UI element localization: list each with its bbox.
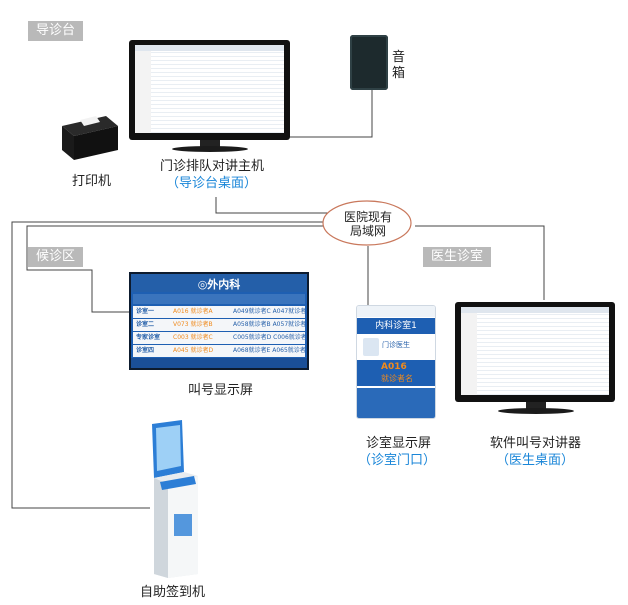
zone-tag-waiting: 候诊区 [28,247,84,267]
host-sub-label: （导诊台桌面） [166,176,258,191]
intercom-monitor-base [498,408,574,414]
lan-kiosk-line [11,221,330,509]
kiosk-label: 自助签到机 [140,585,206,600]
door-screen-header: 内科诊室1 [357,318,435,334]
host-label: 门诊排队对讲主机 [160,159,265,174]
doctor-avatar [363,338,379,356]
intercom-monitor-neck [526,402,546,410]
speaker-label-line2: 箱 [392,66,406,81]
queue-row-room: 诊室一 [136,308,155,315]
queue-row-current: A045 就诊者D [173,347,214,354]
speaker-label-line1: 音 [392,50,406,65]
door-screen-ticket: A016 [381,362,407,372]
intercom-sub-label: （医生桌面） [496,453,575,468]
queue-row-waiting: C005就诊者D C006就诊者 [233,334,305,341]
queue-row: 专家诊室 C003 就诊者C C005就诊者D C006就诊者 [133,332,305,344]
door-screen-sub-label: （诊室门口） [358,453,437,468]
queue-row-room: 诊室四 [136,347,155,354]
door-screen-label: 诊室显示屏 [366,436,432,451]
zone-tag-triage: 导诊台 [28,21,84,41]
host-monitor-screen [135,45,284,133]
queue-row-current: A016 就诊者A [173,308,213,315]
queue-row-current: C003 就诊者C [173,334,213,341]
printer-label: 打印机 [72,174,112,189]
lan-display-line [26,225,323,313]
queue-row-waiting: A058就诊者B A057就诊者 [233,321,305,328]
queue-row: 诊室二 V073 就诊者B A058就诊者B A057就诊者 [133,319,305,331]
queue-row-room: 诊室二 [136,321,155,328]
door-screen-patient: 就诊者名 [381,374,413,383]
door-screen: 内科诊室1 门诊医生 A016 就诊者名 [356,305,436,419]
intercom-label: 软件叫号对讲器 [490,436,582,451]
speaker-host-line [290,90,373,138]
printer-icon [62,116,118,160]
host-lan-line [215,197,330,214]
speaker-icon [350,35,388,90]
queue-display-screen: ◎外内科 诊室一 A016 就诊者A A049就诊者C A047就诊者 诊室二 … [131,274,307,368]
intercom-monitor-screen [461,307,609,395]
door-screen-doctor: 门诊医生 [382,341,410,349]
queue-row-waiting: A068就诊者E A065就诊者 [233,347,305,354]
zone-tag-doctor-room: 医生诊室 [423,247,492,267]
queue-row-waiting: A049就诊者C A047就诊者 [233,308,305,315]
queue-display-label: 叫号显示屏 [188,383,254,398]
network-label-line1: 医院现有 [344,210,393,224]
queue-row-room: 专家诊室 [136,334,161,341]
queue-display-title: ◎外内科 [197,278,241,291]
network-label-line2: 局域网 [350,224,387,238]
queue-row: 诊室一 A016 就诊者A A049就诊者C A047就诊者 [133,306,305,318]
lan-intercom-line [415,225,545,300]
queue-row: 诊室四 A045 就诊者D A068就诊者E A065就诊者 [133,345,305,357]
kiosk-icon [152,420,198,578]
host-monitor-neck [200,140,220,148]
host-monitor-base [172,146,248,152]
lan-ellipse [322,200,412,246]
queue-row-current: V073 就诊者B [173,321,213,328]
